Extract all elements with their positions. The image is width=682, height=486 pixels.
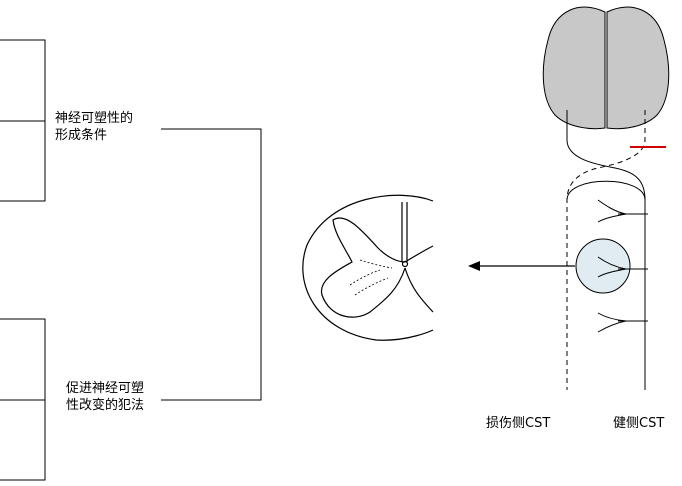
spinal-cord-cross-section bbox=[302, 194, 434, 341]
conditions-line-2: 形成条件 bbox=[55, 128, 108, 143]
methods-line-2: 性改变的犯法 bbox=[66, 398, 145, 413]
plasticity-methods-label: 促进神经可塑 性改变的犯法 bbox=[66, 380, 144, 414]
left-bracket-bottom bbox=[0, 318, 46, 481]
arrow-to-cross-section bbox=[468, 261, 575, 271]
right-connector-bracket bbox=[161, 128, 262, 401]
plasticity-conditions-label: 神经可塑性的 形成条件 bbox=[55, 110, 133, 144]
healthy-cst-label: 健侧CST bbox=[613, 416, 665, 431]
injured-cst-label: 损伤侧CST bbox=[486, 416, 551, 431]
highlight-circle bbox=[575, 238, 631, 294]
conditions-line-1: 神经可塑性的 bbox=[55, 111, 134, 126]
left-bracket-top bbox=[0, 39, 46, 202]
corticospinal-tracts bbox=[566, 110, 646, 390]
methods-line-1: 促进神经可塑 bbox=[66, 381, 145, 396]
brain-icon bbox=[542, 6, 670, 130]
highlighted-fiber bbox=[597, 256, 630, 278]
